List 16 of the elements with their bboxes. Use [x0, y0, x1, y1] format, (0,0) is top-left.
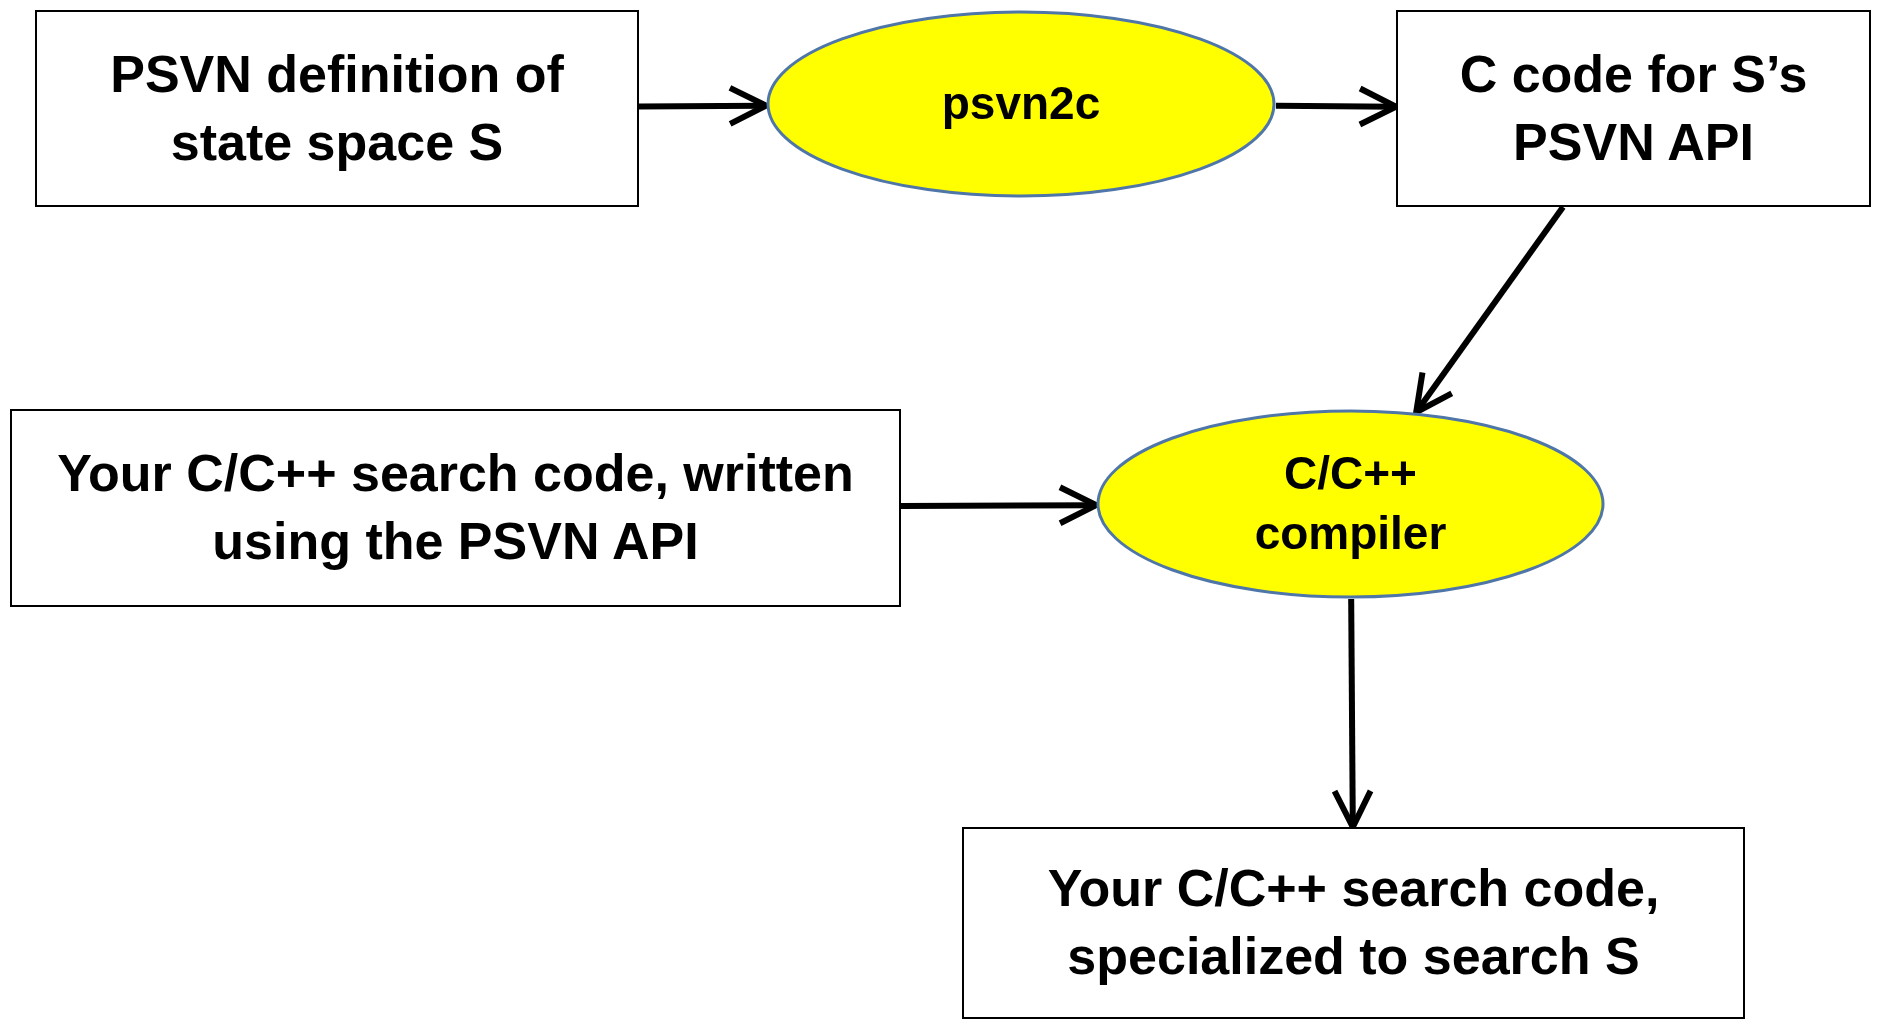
ellipse-node	[1096, 409, 1605, 599]
arrow	[638, 84, 770, 127]
node-label: psvn2c	[941, 76, 1101, 132]
node-label: Your C/C++ search code, specialized to search S	[1046, 858, 1661, 987]
arrow	[1413, 205, 1566, 416]
arrow	[901, 484, 1099, 527]
process-box	[962, 827, 1745, 1019]
node-label: Your C/C++ search code, written using the PSVN API	[56, 443, 855, 572]
node-label: C/C++ compiler	[1253, 446, 1448, 561]
process-box	[35, 10, 639, 207]
process-box	[1396, 10, 1871, 207]
node-label: PSVN definition of state space S	[109, 43, 565, 173]
node-label: C code for S’s PSVN API	[1458, 43, 1809, 173]
arrow	[1331, 598, 1374, 830]
process-box	[10, 409, 901, 607]
ellipse-node	[766, 10, 1276, 198]
